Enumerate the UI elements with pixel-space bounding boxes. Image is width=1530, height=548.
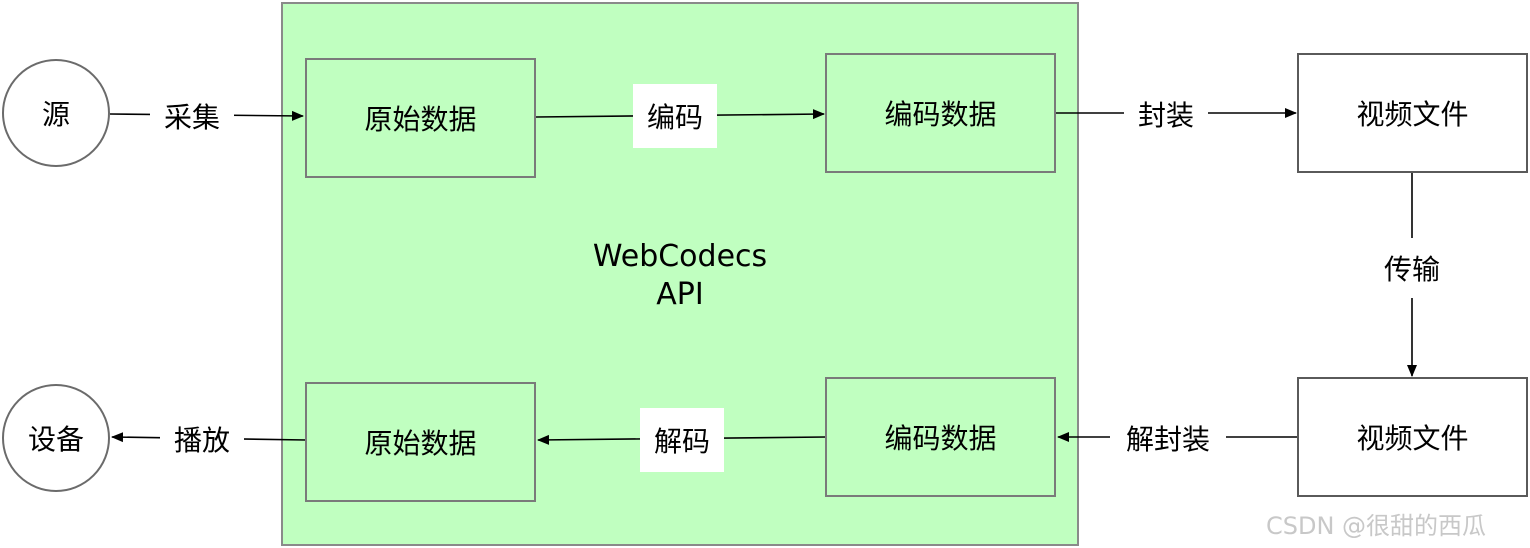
edge-label-play: 播放 [160,419,244,459]
node-encoded-data-bottom-label: 编码数据 [884,422,997,455]
webcodecs-label-line2: API [656,277,704,312]
edge-label-transmit: 传输 [1370,238,1454,298]
node-device: 设备 [2,384,110,492]
edge-label-demux: 解封装 [1110,418,1226,458]
node-video-file-top-label: 视频文件 [1356,98,1469,131]
node-source: 源 [2,59,110,167]
node-raw-data-bottom: 原始数据 [305,382,536,502]
node-encoded-data-bottom: 编码数据 [825,377,1056,497]
node-video-file-bottom-label: 视频文件 [1356,422,1469,455]
node-encoded-data-top-label: 编码数据 [884,98,997,131]
node-device-label: 设备 [27,423,84,456]
edge-label-decode: 解码 [640,408,724,472]
node-video-file-top: 视频文件 [1297,53,1528,173]
webcodecs-label-line1: WebCodecs [592,239,768,274]
edge-label-encode: 编码 [633,84,717,148]
node-video-file-bottom: 视频文件 [1297,377,1528,497]
node-encoded-data-top: 编码数据 [825,53,1056,173]
node-raw-data-top-label: 原始数据 [364,103,477,136]
node-raw-data-top: 原始数据 [305,58,536,178]
node-raw-data-bottom-label: 原始数据 [364,427,477,460]
node-source-label: 源 [41,98,70,131]
webcodecs-api-label: WebCodecs API [560,238,800,314]
edge-label-capture: 采集 [150,96,234,136]
edge-label-mux: 封装 [1124,94,1208,134]
watermark: CSDN @很甜的西瓜 [1266,512,1487,540]
